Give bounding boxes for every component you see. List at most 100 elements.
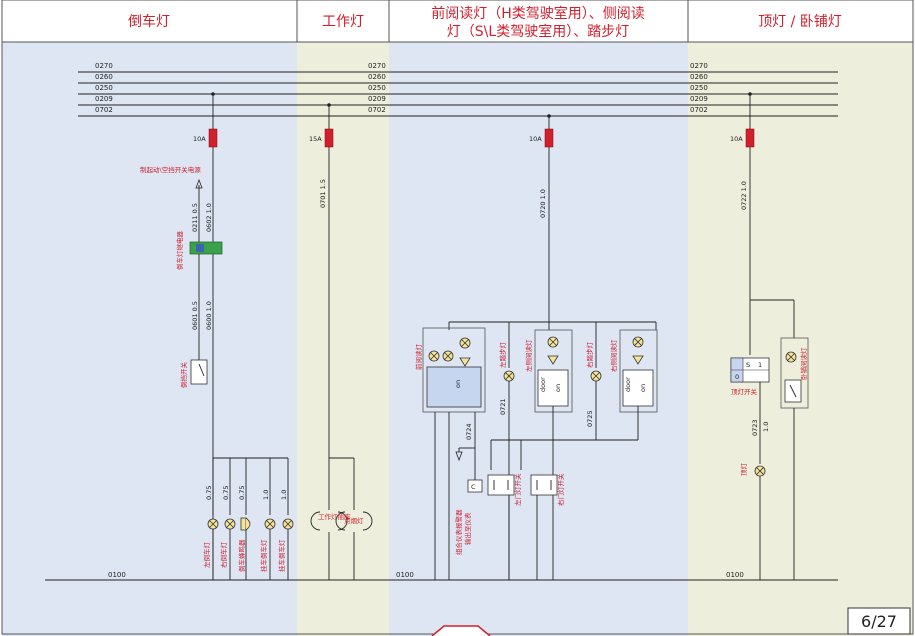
trailer-reverse-lamp: [264, 518, 276, 530]
switch-1: 1: [758, 361, 762, 369]
fuse-10a: [544, 128, 554, 148]
bus-label: 0260: [368, 73, 386, 81]
bus-label: 0250: [690, 84, 708, 92]
right-side-reading-switch: [622, 369, 654, 407]
gauge-label: 1.0: [262, 490, 270, 500]
front-reading-lamp: [459, 337, 471, 349]
door-label: door: [624, 377, 632, 392]
ceiling-lamp: [754, 465, 766, 477]
ground-label: 0100: [396, 571, 414, 579]
bus-label: 0270: [690, 62, 708, 70]
wire-0721: 0721: [499, 398, 507, 415]
switch-label: 倒挡开关: [179, 362, 188, 389]
lighter-label: 点烟灯: [344, 516, 364, 525]
fuse-label: 10A: [529, 135, 542, 143]
ground-bus: 0100 0100 0100: [45, 571, 838, 581]
combo-label: 组合仪表报警器: [454, 509, 463, 555]
front-reading-lamp: [428, 350, 440, 362]
header-reverse-lamp: 倒车灯: [128, 13, 170, 30]
fuse-label: 10A: [193, 135, 206, 143]
reverse-buzzer: [240, 517, 251, 531]
front-reading-switch: [426, 366, 482, 408]
berth-label: 卧铺阅读灯: [799, 347, 808, 380]
work-lamp-circuit: 15A 0701 1.5 工作灯插座 点烟灯: [309, 103, 373, 580]
bus-label: 0250: [368, 84, 386, 92]
load-label: 挂车倒车灯: [277, 539, 286, 572]
wire-0601: 0601 0.5: [191, 301, 199, 330]
right-side-reading-lamp: [632, 336, 644, 348]
wire-0211: 0211 0.5: [191, 203, 199, 232]
bus-label: 0209: [690, 95, 708, 103]
header-work-lamp: 工作灯: [322, 14, 364, 30]
bus-label: 0260: [95, 73, 113, 81]
left-door-label: 左门灯开关: [513, 473, 522, 506]
next-page-tab[interactable]: [431, 625, 491, 636]
power-buses: 0270 0260 0250 0209 0702 0270 0260 0250 …: [78, 62, 838, 117]
fuse-10a: [208, 128, 218, 148]
ceiling-lamp-label: 顶灯: [739, 463, 748, 477]
ground-label: 0100: [726, 571, 744, 579]
combo-buzzer: [467, 479, 483, 493]
bus-label: 0702: [95, 106, 113, 114]
front-reading-lamp: [442, 350, 454, 362]
load-label: 左倒车灯: [202, 542, 211, 569]
page-number: 6/27: [861, 612, 897, 631]
load-label: 右倒车灯: [219, 542, 228, 569]
on-label: on: [454, 380, 462, 388]
front-reading-lamp-frame: [422, 327, 486, 413]
header-ceiling: 顶灯 / 卧铺灯: [758, 14, 842, 30]
header-reading-line1: 前阅读灯（H类驾驶室用）、侧阅读: [431, 5, 645, 22]
bus-label: 0270: [95, 62, 113, 70]
load-label: 倒车蜂鸣器: [237, 539, 246, 572]
reading-lamp-circuit: 10A 0720 1.0 前阅读灯 on 左踏步灯 0721 左侧阅读灯 doo…: [414, 114, 658, 580]
page-number-box: [847, 607, 911, 635]
bus-label: 0270: [368, 62, 386, 70]
reverse-gear-switch: [190, 359, 208, 385]
berth-reading-lamp: [785, 351, 797, 363]
right-step-label: 右踏步灯: [585, 342, 594, 369]
on-label: on: [554, 384, 562, 392]
reverse-section-bg: [2, 0, 297, 636]
wire-0723: 0723: [751, 419, 759, 436]
switch-0: 0: [735, 373, 739, 381]
load-label: 挂车倒车灯: [259, 539, 268, 572]
left-side-reading-lamp: [547, 336, 559, 348]
left-step-lamp: [503, 370, 515, 382]
right-side-reading-frame: [619, 329, 658, 413]
left-step-label: 左踏步灯: [498, 342, 507, 369]
left-reverse-lamp: [207, 518, 219, 530]
wire-0722: 0722 1.0: [740, 181, 748, 210]
right-door-switch: [530, 474, 558, 496]
fuse-10a: [745, 128, 755, 148]
right-door-label: 右门灯开关: [556, 473, 565, 506]
wire-0724: 0724: [465, 423, 473, 440]
bus-label: 0209: [95, 95, 113, 103]
brake-neutral-note: 制起动\空挡开关电源: [140, 165, 201, 174]
switch-s: S: [746, 361, 750, 369]
gauge-label: 0.75: [222, 486, 230, 500]
reverse-relay: [189, 241, 223, 255]
left-side-reading-frame: [534, 329, 573, 413]
gauge-label: 1.0: [280, 490, 288, 500]
right-reading-label: 右侧阅读灯: [609, 339, 618, 372]
cigarette-lighter: [335, 511, 373, 531]
ground-label: 0100: [108, 571, 126, 579]
reverse-lamp-circuit: 10A 制起动\空挡开关电源 0211 0.5 0602 1.0 倒车灯继电器 …: [140, 92, 294, 580]
gauge-label: 0.75: [205, 486, 213, 500]
fuse-15a: [324, 128, 334, 148]
wire-0602: 0602 1.0: [205, 203, 213, 232]
gauge-label: 0.75: [238, 486, 246, 500]
combo-label2: 输出至仪表: [463, 512, 472, 545]
trailer-reverse-lamp: [282, 518, 294, 530]
fuse-label: 15A: [309, 135, 322, 143]
front-reading-label: 前阅读灯: [414, 344, 423, 371]
right-step-lamp: [590, 370, 602, 382]
right-reverse-lamp: [224, 518, 236, 530]
buzzer-c: C: [471, 483, 476, 491]
header-reading-line2: 灯（S\L类驾驶室用）、踏步灯: [447, 23, 629, 40]
left-side-reading-switch: [537, 369, 569, 407]
wire-0720: 0720 1.0: [539, 189, 547, 218]
ceiling-section-bg: [688, 0, 913, 636]
bus-label: 0250: [95, 84, 113, 92]
